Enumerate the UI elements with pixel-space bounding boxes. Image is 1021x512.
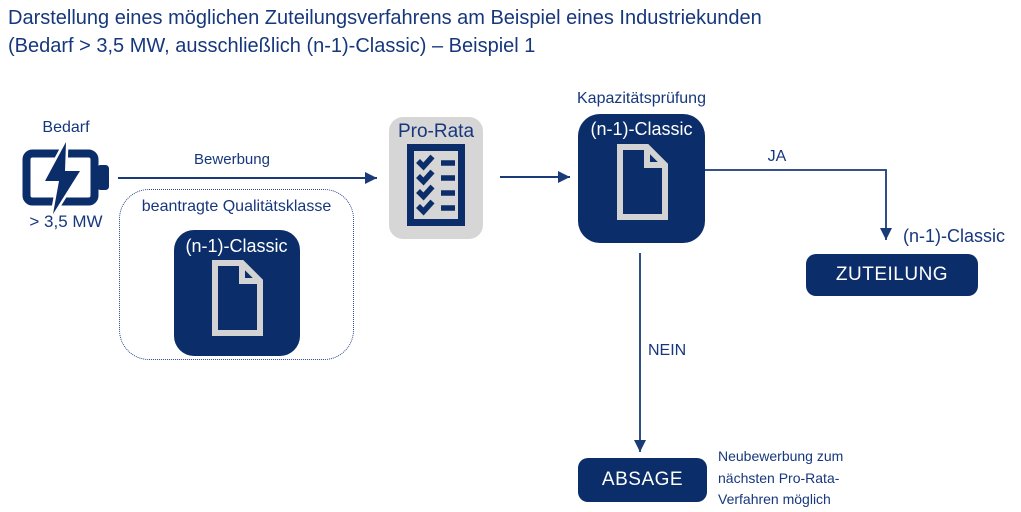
requested-quality-class-label: beantragte Qualitätsklasse xyxy=(141,198,332,215)
ja-label: JA xyxy=(767,148,787,165)
document-icon xyxy=(211,260,263,336)
document-icon xyxy=(616,144,668,220)
capacity-check-label: Kapazitätsprüfung xyxy=(577,90,706,107)
yes-branch-class-label: (n-1)-Classic xyxy=(903,226,1006,246)
demand-value: > 3,5 MW xyxy=(29,212,103,231)
capacity-check-card-label: (n-1)-Classic xyxy=(590,119,693,139)
pro-rata-label: Pro-Rata xyxy=(397,121,475,142)
bewerbung-label: Bewerbung xyxy=(194,151,270,168)
nein-label: NEIN xyxy=(648,342,687,359)
title-line-1: Darstellung eines möglichen Zuteilungsve… xyxy=(8,7,762,29)
diagram-title: Darstellung eines möglichen Zuteilungsve… xyxy=(8,5,762,60)
arrow-ja xyxy=(705,169,892,240)
pro-rata-box: Pro-Rata xyxy=(389,117,483,239)
requested-quality-class-box: beantragte Qualitätsklasse (n-1)-Classic xyxy=(119,189,354,360)
quality-class-card-label: (n-1)-Classic xyxy=(185,236,288,256)
reapply-note-line-1: Neubewerbung zum xyxy=(718,448,844,464)
capacity-check-card: (n-1)-Classic xyxy=(578,114,705,243)
reapply-note-line-2: nächsten Pro-Rata- xyxy=(718,469,840,486)
reapply-note-line-3: Verfahren möglich xyxy=(718,491,831,507)
checklist-icon xyxy=(407,144,465,226)
title-line-2: (Bedarf > 3,5 MW, ausschließlich (n-1)-C… xyxy=(8,34,536,57)
zuteilung-result-box: ZUTEILUNG xyxy=(806,254,978,296)
battery-charging-icon xyxy=(22,141,109,215)
absage-result-box: ABSAGE xyxy=(578,458,707,502)
demand-label: Bedarf xyxy=(42,119,90,136)
reapply-note: Neubewerbung zum nächsten Pro-Rata- Verf… xyxy=(718,446,843,511)
quality-class-card: (n-1)-Classic xyxy=(173,230,300,356)
